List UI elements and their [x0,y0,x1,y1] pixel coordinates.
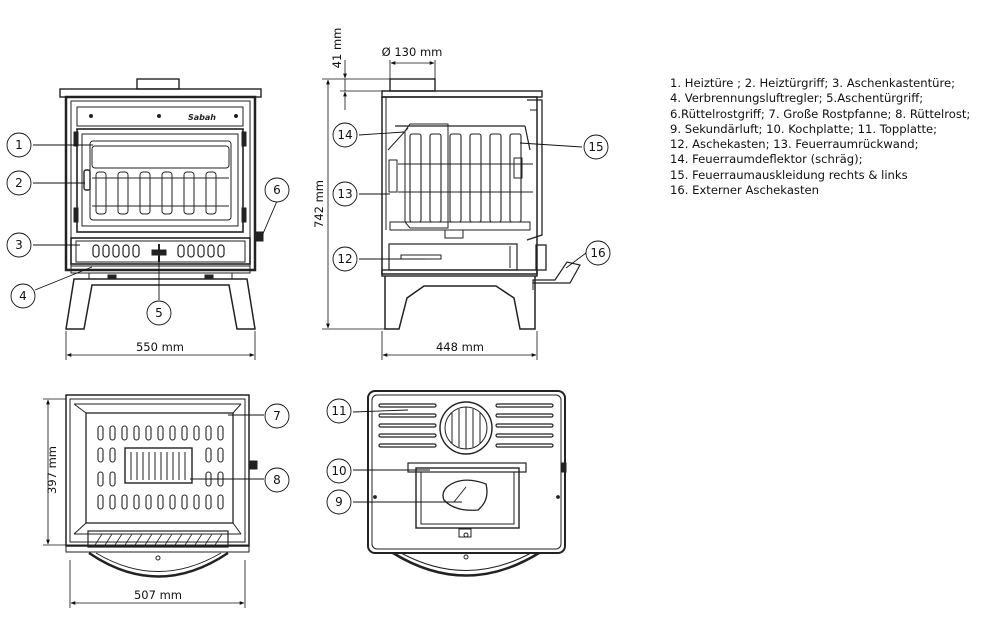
callout-14: 14 [337,128,352,142]
callout-16: 16 [590,246,605,260]
callout-9: 9 [335,495,343,509]
side-depth-label: 448 mm [436,340,484,354]
flue-height-label: 41 mm [330,28,344,69]
parts-legend: 1. Heiztüre ; 2. Heiztürgriff; 3. Aschen… [670,76,970,198]
dimension-front-width [65,331,256,360]
brand-logo: Sabah [188,113,216,122]
side-view [381,78,581,330]
callout-12: 12 [337,252,352,266]
callout-6: 6 [273,183,281,197]
front-view [59,78,264,330]
legend-line: 9. Sekundärluft; 10. Kochplatte; 11. Top… [670,121,938,136]
legend-line: 1. Heiztüre ; 2. Heiztürgriff; 3. Aschen… [670,76,956,90]
front-width-label: 550 mm [136,340,184,354]
legend-line: 16. Externer Aschekasten [670,183,819,198]
dimension-side [322,60,538,360]
legend-line: 14. Feuerraumdeflektor (schräg); [670,152,863,167]
top-plate-view [367,390,567,577]
callout-10: 10 [331,464,346,478]
callout-13: 13 [337,187,352,201]
callout-1: 1 [15,138,23,152]
top-width-label: 507 mm [134,588,182,602]
plan-view-grate [65,394,258,578]
top-depth-label: 397 mm [45,446,59,494]
height-label: 742 mm [312,180,326,228]
legend-line: 4. Verbrennungsluftregler; 5.Aschentürgr… [670,91,924,106]
callout-4: 4 [19,289,27,303]
callout-15: 15 [588,140,603,154]
callout-11: 11 [331,404,346,418]
legend-line: 6.Rüttelrostgriff; 7. Große Rostpfanne; … [670,106,971,121]
callout-numbers: 1 2 3 4 5 6 7 8 9 10 11 12 13 14 15 16 [15,128,605,509]
callouts [6,122,611,515]
callout-8: 8 [273,473,281,487]
callout-3: 3 [15,238,23,252]
callout-5: 5 [155,306,163,320]
legend-line: 12. Aschekasten; 13. Feuerraumrückwand; [670,137,919,152]
callout-2: 2 [15,176,23,190]
flue-diameter-label: Ø 130 mm [382,45,443,59]
callout-7: 7 [273,409,281,423]
legend-line: 15. Feuerraumauskleidung rechts & links [670,167,908,182]
dimension-plan [43,398,246,608]
